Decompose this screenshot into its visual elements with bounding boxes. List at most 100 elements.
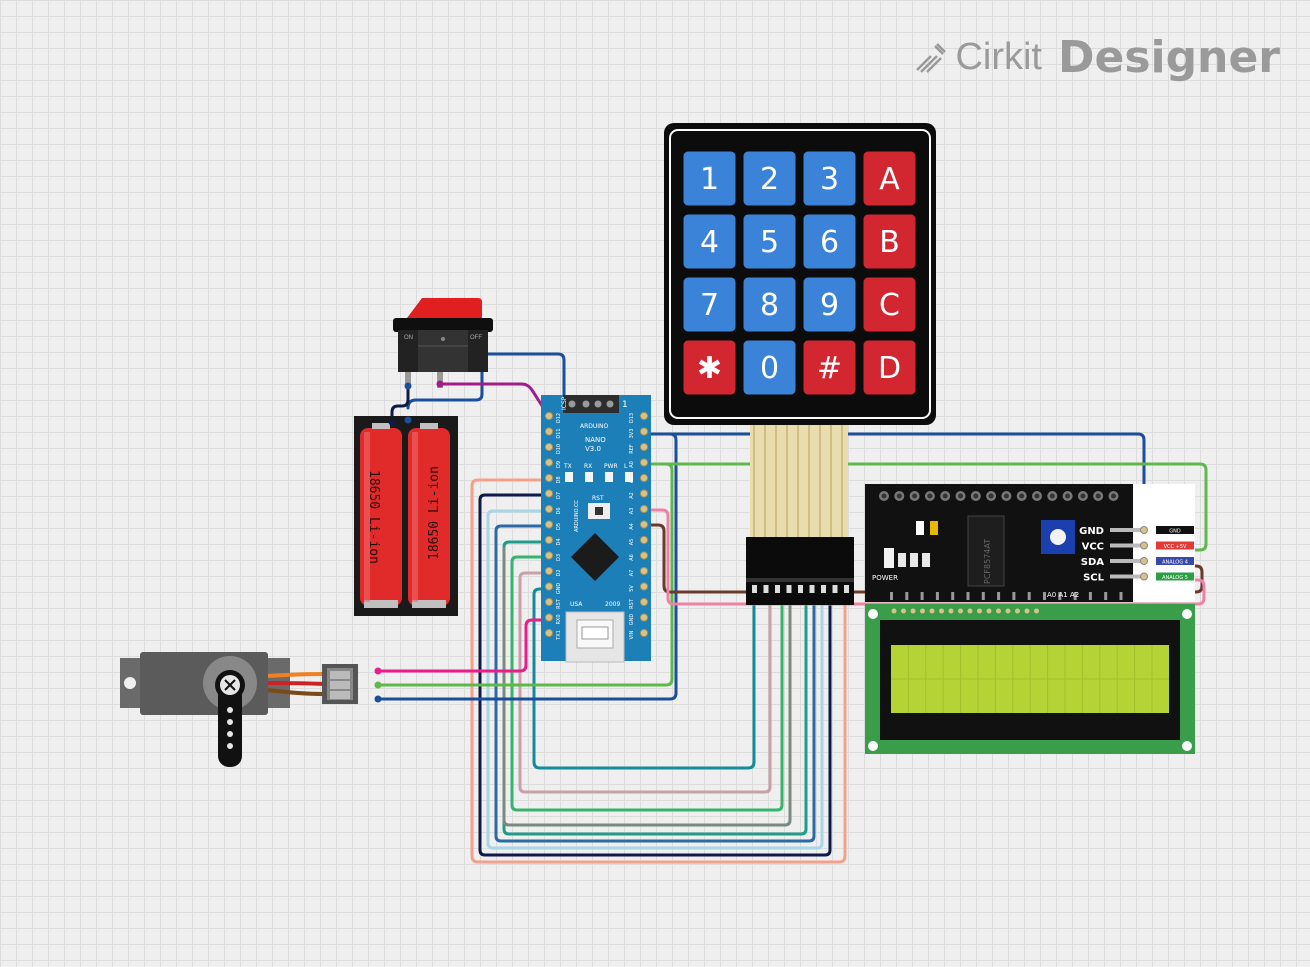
nano-pin[interactable]: GND: [544, 582, 562, 595]
keypad-key[interactable]: #: [802, 339, 857, 396]
i2c-pin-label: SDA: [1081, 557, 1105, 568]
keypad-key[interactable]: 8: [742, 276, 797, 333]
nano-pin[interactable]: GND: [629, 613, 649, 626]
keypad-key-label: #: [817, 351, 842, 386]
keypad-key-label: 4: [700, 225, 719, 260]
keypad-key-label: D: [878, 351, 901, 386]
nano-pin-label: D6: [556, 507, 562, 514]
wire-lightblue: [486, 509, 824, 850]
nano-pin[interactable]: RST: [629, 597, 649, 609]
nano-pin[interactable]: RST: [544, 597, 562, 609]
keypad-key-label: ✱: [697, 351, 722, 386]
brand-word-2: Designer: [1058, 32, 1280, 83]
i2c-pin-label: VCC: [1082, 542, 1104, 553]
keypad-key[interactable]: 9: [802, 276, 857, 333]
keypad-key[interactable]: D: [862, 339, 917, 396]
nano-pin[interactable]: D10: [544, 442, 562, 454]
keypad-key-label: 2: [760, 162, 779, 197]
pen-icon: [916, 42, 947, 73]
wire-vcc-green: [642, 462, 1208, 552]
nano-pin[interactable]: A1: [629, 473, 649, 483]
keypad-key-label: 3: [820, 162, 839, 197]
keypad-key[interactable]: 0: [742, 339, 797, 396]
nano-pin[interactable]: A3: [629, 504, 649, 515]
nano-pin[interactable]: D6: [544, 504, 562, 515]
nano-pin[interactable]: D9: [544, 458, 562, 468]
keypad-key-label: C: [879, 288, 900, 323]
i2c-pin-label: GND: [1079, 526, 1104, 537]
nano-pin[interactable]: REF: [629, 442, 649, 454]
switch-on-label: ON: [404, 335, 413, 341]
i2c-addr-label: A0 A1 A2: [1047, 591, 1079, 599]
nano-pin[interactable]: 5V: [629, 582, 649, 592]
keypad-connector: [746, 537, 854, 605]
nano-pin-label: D2: [556, 569, 562, 576]
keypad-key[interactable]: 6: [802, 213, 857, 270]
nano-pin-label: TX1: [556, 630, 562, 641]
wire-darkteal: [532, 587, 756, 770]
nano-pin[interactable]: A5: [629, 535, 649, 545]
wire-gnd-blue: [406, 352, 1146, 532]
nano-pin[interactable]: A2: [629, 489, 649, 499]
nano-pin-label: D11: [556, 428, 562, 438]
nano-pin-label: GND: [556, 583, 562, 595]
nano-pin[interactable]: A0: [629, 458, 649, 468]
keypad-key[interactable]: 2: [742, 150, 797, 207]
nano-pin[interactable]: VIN: [629, 628, 649, 639]
nano-pin[interactable]: TX1: [544, 628, 562, 641]
keypad-key-label: 9: [820, 288, 839, 323]
i2c-chip-label: PCF8574AT: [983, 539, 992, 584]
nano-icsp-label: ICSP: [561, 396, 568, 410]
nano-pin-label: A3: [629, 508, 635, 515]
nano-pin[interactable]: D3: [544, 551, 562, 561]
nano-mcu-chip: [570, 532, 620, 582]
keypad-key[interactable]: 5: [742, 213, 797, 270]
nano-pin-label: D8: [556, 476, 562, 483]
keypad-key[interactable]: B: [862, 213, 917, 270]
nano-pin[interactable]: D5: [544, 520, 562, 530]
nano-pin-label: 3V3: [629, 429, 635, 439]
nano-pin[interactable]: RX0: [544, 613, 562, 625]
keypad-key[interactable]: 4: [682, 213, 737, 270]
nano-pin[interactable]: D13: [629, 411, 649, 423]
nano-led: [565, 472, 573, 482]
i2c-pin[interactable]: GND GND: [1079, 526, 1194, 537]
keypad-key-label: 0: [760, 351, 779, 386]
keypad-key[interactable]: ✱: [682, 339, 737, 396]
nano-pin-label: A7: [629, 570, 635, 577]
keypad-key[interactable]: C: [862, 276, 917, 333]
nano-pin[interactable]: A7: [629, 566, 649, 577]
battery-cell-2-label: 18650 Li-ion: [427, 466, 442, 560]
keypad-key[interactable]: A: [862, 150, 917, 207]
nano-pin[interactable]: D2: [544, 566, 562, 577]
nano-pin[interactable]: D8: [544, 473, 562, 484]
nano-pin[interactable]: A4: [629, 520, 649, 530]
nano-usb-port[interactable]: [565, 611, 625, 663]
nano-usa-label: USA: [570, 601, 583, 608]
nano-pin[interactable]: D4: [544, 535, 562, 546]
nano-pin[interactable]: D7: [544, 489, 562, 499]
nano-pin-label: A4: [629, 523, 635, 530]
keypad-key[interactable]: 3: [802, 150, 857, 207]
keypad-key-label: 1: [700, 162, 719, 197]
rocker-switch[interactable]: ON OFF: [393, 298, 493, 390]
wire-orange: [470, 478, 847, 864]
nano-pin-label: A2: [629, 492, 635, 499]
nano-pin[interactable]: D11: [544, 427, 562, 439]
nano-site-label: ARDUINO.CC: [574, 500, 580, 532]
i2c-pin-tag: GND: [1169, 529, 1181, 535]
battery-holder: 18650 Li-ion 18650 Li-ion: [354, 416, 458, 616]
nano-pin-label: RST: [556, 598, 562, 609]
keypad-key[interactable]: 7: [682, 276, 737, 333]
nano-pin[interactable]: 3V3: [629, 427, 649, 439]
nano-pin[interactable]: D12: [544, 411, 562, 423]
keypad-key[interactable]: 1: [682, 150, 737, 207]
nano-led-label: RX: [584, 463, 592, 470]
keypad-key-label: 5: [760, 225, 779, 260]
nano-pin[interactable]: A6: [629, 551, 649, 561]
wire-gray: [502, 546, 792, 827]
